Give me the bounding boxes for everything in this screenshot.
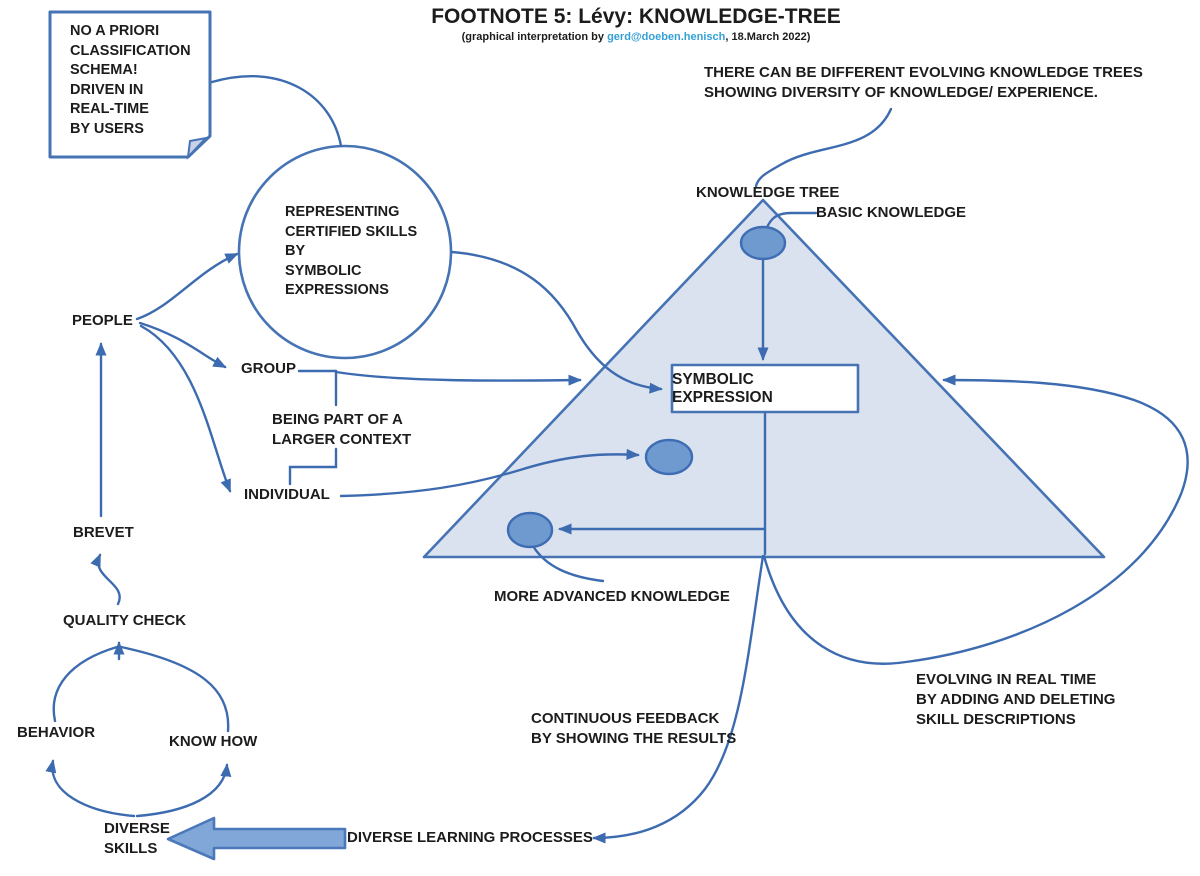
individual-knowledge-node [644,438,694,476]
skills-to-expression-arrow [450,250,663,394]
learning-block-arrow [166,816,347,861]
diverse-learning-label: DIVERSE LEARNING PROCESSES [347,829,593,846]
know-how-label: KNOW HOW [169,733,258,750]
evolving-label: EVOLVING IN REAL TIME BY ADDING AND DELE… [916,671,1116,728]
feedback-curve-arrow [592,554,765,844]
behavior-merge-curve [52,645,119,723]
diverse-skills-label: DIVERSE SKILLS [104,820,170,857]
group-to-tree-arrow [334,370,582,386]
symbolic-expression-label: SYMBOLIC EXPRESSION [672,370,773,406]
skills-circle-label: REPRESENTING CERTIFIED SKILLS BY SYMBOLI… [285,204,418,298]
individual-to-node-arrow [339,448,640,498]
subtitle-prefix: (graphical interpretation by [461,31,608,43]
trees-note-pointer [754,107,893,188]
people-to-group-arrow [138,321,227,369]
note-label: NO A PRIORI CLASSIFICATION SCHEMA! DRIVE… [70,23,191,137]
people-to-skills-arrow [135,252,239,321]
more-advanced-label: MORE ADVANCED KNOWLEDGE [494,588,730,605]
subtitle: (graphical interpretation by gerd@doeben… [336,30,936,44]
brevet-label: BREVET [73,524,134,541]
being-part-label: BEING PART OF A LARGER CONTEXT [272,411,412,448]
symbolic-expression-box [670,363,860,414]
note-fold-corner [186,136,209,160]
basic-knowledge-node [739,225,787,261]
behavior-label: BEHAVIOR [17,724,96,741]
quality-check-label: QUALITY CHECK [63,612,187,629]
continuous-feedback-label: CONTINUOUS FEEDBACK BY SHOWING THE RESUL… [531,710,737,747]
individual-label: INDIVIDUAL [244,486,330,503]
group-label: GROUP [241,360,297,377]
page-title: FOOTNOTE 5: Lévy: KNOWLEDGE-TREE [431,5,841,28]
knowhow-merge-curve [119,645,230,733]
subtitle-suffix: , 18.March 2022) [725,31,811,43]
context-to-individual-bracket [288,447,338,486]
advanced-node-tail [531,544,605,583]
evolving-loop-arrow [762,374,1189,665]
skills-to-knowhow-arrow [135,763,232,818]
skills-to-behavior-arrow [45,759,136,818]
author-email-link[interactable]: gerd@doeben.henisch [607,31,726,43]
quality-to-brevet-arrow [90,553,121,606]
knowledge-tree-label: KNOWLEDGE TREE [696,184,840,201]
note-to-circle-curve [210,75,343,148]
trees-note-label: THERE CAN BE DIFFERENT EVOLVING KNOWLEDG… [704,64,1143,101]
header: FOOTNOTE 5: Lévy: KNOWLEDGE-TREE (graphi… [336,5,936,44]
advanced-knowledge-node [506,511,554,549]
basic-knowledge-label: BASIC KNOWLEDGE [816,204,966,221]
people-label: PEOPLE [72,312,133,329]
people-to-individual-arrow [139,324,232,493]
